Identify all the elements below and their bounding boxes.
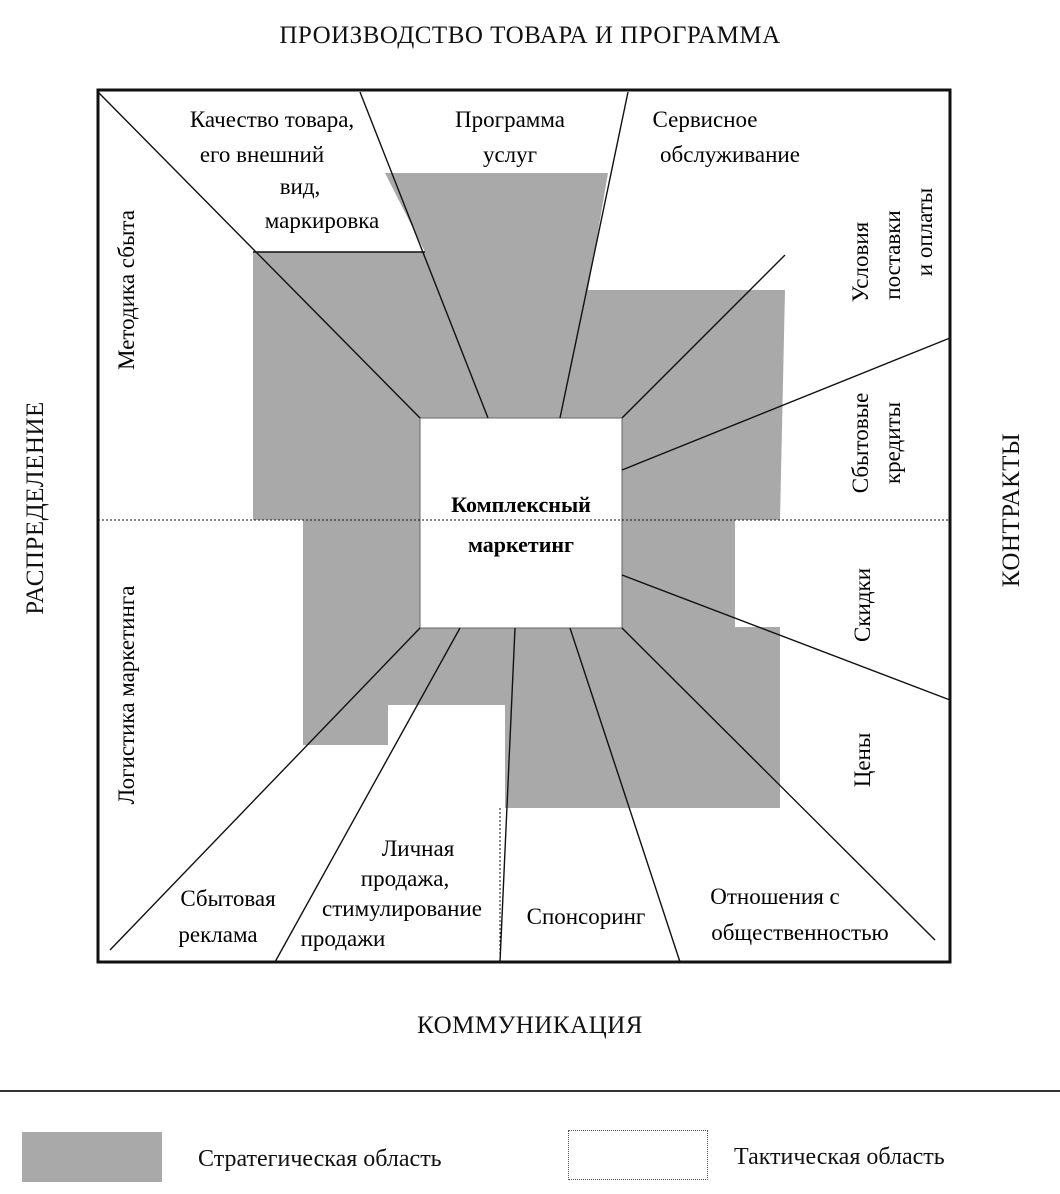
label-advertising-line2: реклама [178,922,257,947]
legend-strategic-swatch [22,1132,162,1182]
strategic-regions [253,173,785,808]
label-advertising-line1: Сбытовая [180,886,276,911]
label-sales-credits-line2: кредиты [880,402,905,484]
strategic-region-top [253,173,785,520]
legend-strategic-label: Стратегическая область [198,1146,442,1172]
legend-tactical-label: Тактическая область [734,1144,945,1170]
labels-communication: Сбытовая реклама Личная продажа, стимули… [178,836,888,951]
labels-distribution: Методика сбыта Логистика маркетинга [114,210,139,804]
outer-frame [96,88,952,964]
center-box [419,417,623,629]
label-sponsoring: Спонсоринг [527,904,646,929]
label-sales-method: Методика сбыта [114,210,139,370]
label-personal-selling-line2: продажа, [361,866,449,891]
label-service-support-line2: обслуживание [660,142,800,167]
center-title-line1: Комплексный [451,492,591,517]
label-personal-selling-line4: продажи [301,926,386,951]
label-logistics: Логистика маркетинга [114,586,139,805]
label-sales-credits-line1: Сбытовые [848,393,873,494]
side-label-communication: КОММУНИКАЦИЯ [417,1012,643,1039]
label-quality-line2: его внешний [200,142,324,167]
divider-lines [97,91,951,963]
label-personal-selling-line3: стимулирование [322,896,482,921]
label-services-line1: Программа [455,107,565,132]
labels-production: Качество товара, его внешний вид, маркир… [190,107,800,233]
legend-tactical-swatch [568,1130,708,1180]
label-service-support-line1: Сервисное [652,107,757,132]
strategic-region-bottom [303,520,780,808]
label-delivery-terms-line1: Условия [848,221,873,302]
side-label-production: ПРОИЗВОДСТВО ТОВАРА И ПРОГРАММА [279,22,781,49]
label-public-relations-line1: Отношения с [710,884,840,909]
label-quality-line1: Качество товара, [190,107,354,132]
label-delivery-terms-line3: и оплаты [912,188,937,276]
center-title-line2: маркетинг [468,532,574,557]
label-prices: Цены [850,733,875,788]
label-discounts: Скидки [850,568,875,642]
label-personal-selling-line1: Личная [382,836,455,861]
label-public-relations-line2: общественностью [711,920,889,945]
legend-divider [0,1090,1060,1092]
label-quality-line3: вид, [280,174,321,199]
label-quality-line4: маркировка [265,208,379,233]
label-services-line2: услуг [483,142,537,167]
label-delivery-terms-line2: поставки [880,210,905,299]
labels-contracts: Условия поставки и оплаты Сбытовые креди… [848,188,937,788]
